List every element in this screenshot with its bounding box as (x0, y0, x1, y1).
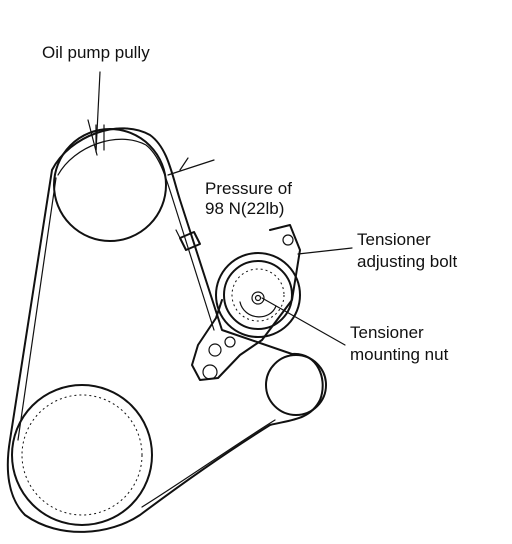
adjusting-bolt-label-line2: adjusting bolt (357, 252, 457, 271)
pressure-label-line1: Pressure of (205, 179, 292, 198)
pressure-label-line2: 98 N(22lb) (205, 199, 284, 218)
oil-pump-pulley-label: Oil pump pully (42, 43, 150, 62)
tension-gauge (167, 157, 215, 251)
crankshaft-pulley (11, 384, 153, 526)
oil-pump-pulley (53, 119, 167, 242)
drive-belt (6, 127, 324, 533)
tensioner-bracket (191, 224, 301, 381)
mounting-nut-label-line1: Tensioner (350, 323, 424, 342)
tensioner-pulley (215, 252, 301, 338)
mounting-nut-label-line2: mounting nut (350, 345, 449, 364)
adjusting-bolt-label-line1: Tensioner (357, 230, 431, 249)
leader-lines (95, 71, 353, 346)
idler-pulley (265, 354, 327, 416)
